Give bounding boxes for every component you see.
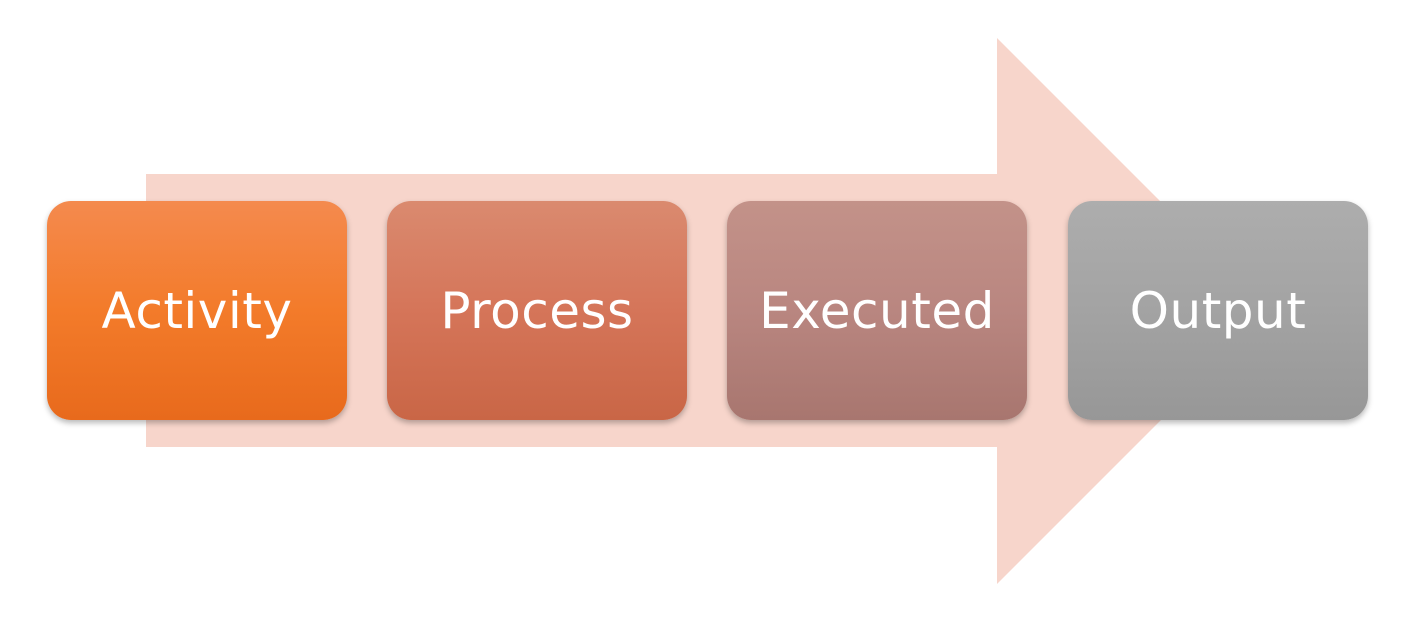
step-process-label: Process bbox=[440, 281, 634, 340]
step-executed-label: Executed bbox=[759, 281, 995, 340]
step-output-label: Output bbox=[1129, 281, 1307, 340]
arrow-shape bbox=[146, 38, 1270, 584]
step-activity: Activity bbox=[47, 201, 347, 420]
step-process: Process bbox=[387, 201, 687, 420]
step-output: Output bbox=[1068, 201, 1368, 420]
step-executed: Executed bbox=[727, 201, 1027, 420]
step-activity-label: Activity bbox=[101, 281, 293, 340]
